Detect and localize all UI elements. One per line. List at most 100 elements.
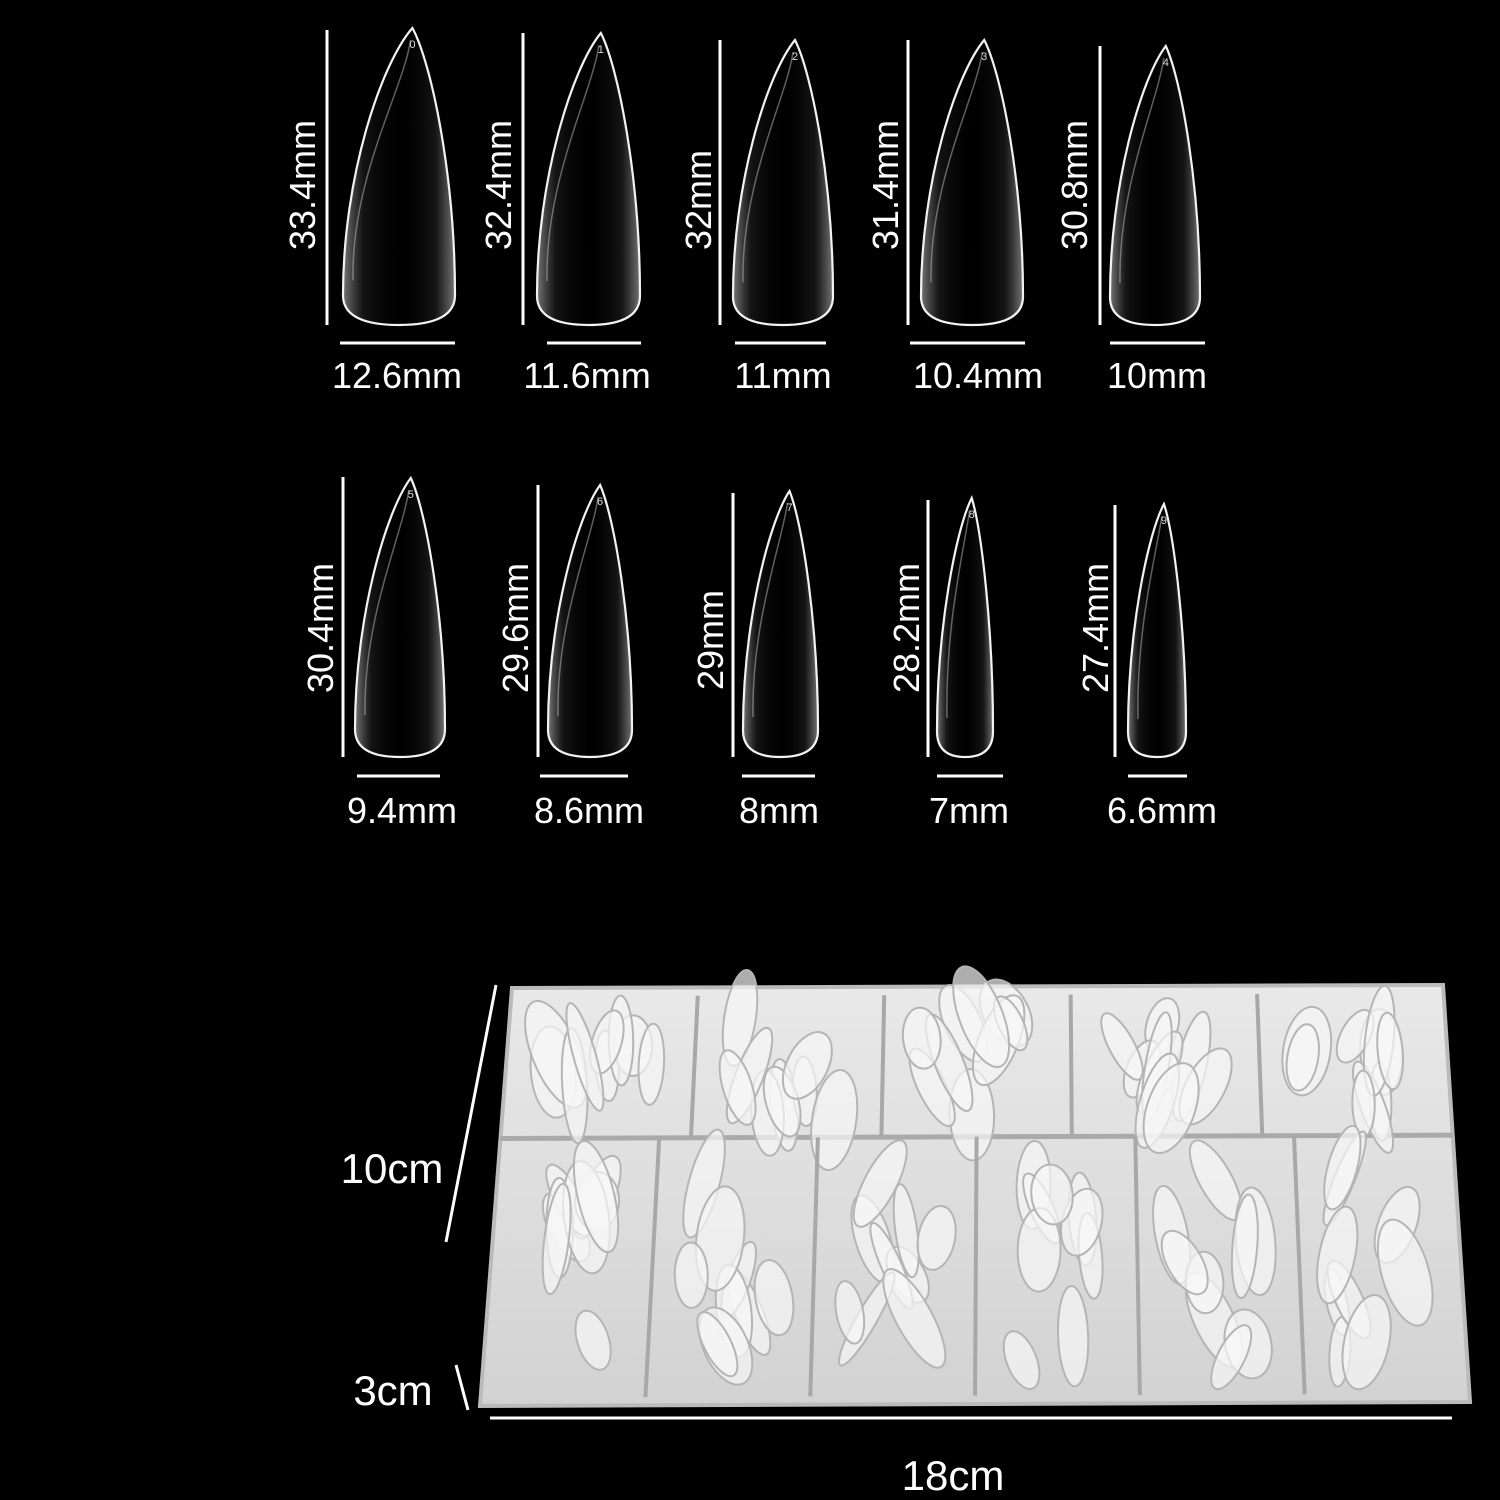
nail-width-label: 8mm <box>739 790 819 831</box>
nail-width-label: 10.4mm <box>913 355 1043 396</box>
nail-length-label: 29.6mm <box>495 563 536 693</box>
nail-highlight <box>742 51 794 283</box>
nail-tip-in-box <box>916 1205 957 1271</box>
nail-size-number: 2 <box>792 51 798 63</box>
nail-tip-shape <box>741 488 820 759</box>
compartment-wall <box>1068 994 1074 1137</box>
nail-tip-in-box <box>1285 1023 1320 1092</box>
nail-highlight <box>557 496 599 717</box>
nail-tip-6: 6 29.6mm 8.6mm <box>495 482 644 831</box>
nail-tip-shape <box>919 38 1025 327</box>
nail-tip-in-box <box>541 1182 572 1296</box>
nail-tip-in-box <box>1030 1163 1074 1226</box>
nail-tip-in-box <box>696 1311 739 1378</box>
nail-tip-8: 8 28.2mm 7mm <box>886 495 1009 831</box>
nail-highlight <box>364 489 410 716</box>
nail-tip-in-box <box>1376 1218 1434 1327</box>
compartment-wall <box>808 1137 820 1397</box>
compartment-wall <box>1292 1135 1307 1395</box>
nail-size-number: 5 <box>408 489 414 501</box>
nail-length-label: 31.4mm <box>865 120 906 250</box>
compartment-wall <box>1133 1136 1142 1396</box>
nail-tip-2: 2 32mm 11mm <box>678 37 835 396</box>
nail-tip-in-box <box>718 1049 757 1126</box>
nail-length-label: 30.4mm <box>300 563 341 693</box>
nail-tip-in-box <box>810 1069 859 1171</box>
top-compartment-3 <box>901 965 1034 1162</box>
nail-tip-shape <box>353 475 447 759</box>
nail-tip-shape <box>535 30 642 327</box>
nail-tips-box <box>477 965 1473 1409</box>
nail-tip-in-box <box>781 1031 833 1100</box>
nail-width-label: 10mm <box>1107 355 1207 396</box>
nail-size-number: 1 <box>598 44 604 56</box>
nail-tip-in-box <box>834 1280 866 1345</box>
nail-highlight <box>1137 515 1163 720</box>
nail-width-label: 11mm <box>734 355 831 396</box>
nail-size-number: 3 <box>981 51 987 63</box>
compartment-wall <box>643 1137 662 1398</box>
height-dimension-line <box>444 984 498 1243</box>
nail-size-number: 0 <box>409 39 415 51</box>
nail-highlight <box>930 51 983 283</box>
nail-width-label: 12.6mm <box>332 355 462 396</box>
nail-highlight <box>546 44 600 282</box>
nail-tip-5: 5 30.4mm 9.4mm <box>300 475 457 831</box>
compartment-wall <box>879 995 887 1138</box>
nail-width-label: 7mm <box>929 790 1009 831</box>
nail-tip-shape <box>341 26 457 327</box>
nail-length-label: 33.4mm <box>282 120 323 250</box>
nail-tip-in-box <box>1323 1124 1362 1211</box>
box-height-label: 10cm <box>341 1145 444 1192</box>
top-compartment-2 <box>718 969 859 1171</box>
nail-width-label: 9.4mm <box>347 790 457 831</box>
nail-width-label: 6.6mm <box>1107 790 1217 831</box>
depth-dimension-line <box>454 1364 470 1411</box>
nail-length-label: 28.2mm <box>886 563 927 693</box>
nail-tip-shape <box>546 482 634 759</box>
nail-tip-in-box <box>892 1183 920 1279</box>
nail-length-label: 32.4mm <box>478 120 519 250</box>
nail-tip-in-box <box>694 1185 746 1292</box>
nail-size-number: 9 <box>1161 515 1167 527</box>
nail-tip-in-box <box>1057 1284 1090 1388</box>
nail-tip-in-box <box>1002 1330 1041 1390</box>
box-depth-label: 3cm <box>353 1367 432 1414</box>
nail-size-number: 7 <box>786 502 792 514</box>
nail-tip-shape <box>731 37 835 327</box>
bottom-compartment-5 <box>1152 1139 1277 1391</box>
nail-tip-in-box <box>673 1241 709 1309</box>
nail-tip-in-box <box>574 1309 612 1371</box>
nail-tip-in-box <box>637 1022 666 1106</box>
nail-tip-in-box <box>1160 1229 1209 1296</box>
nail-size-number: 4 <box>1163 57 1169 69</box>
box-width-label: 18cm <box>902 1452 1005 1499</box>
nail-tip-0: 0 33.4mm 12.6mm <box>282 26 462 396</box>
compartment-wall <box>1255 993 1265 1136</box>
nail-highlight <box>352 39 412 281</box>
nail-size-number: 6 <box>597 496 603 508</box>
nail-tip-in-box <box>1376 1011 1405 1091</box>
nail-size-number: 8 <box>969 509 975 521</box>
nail-tip-in-box <box>1142 1062 1200 1155</box>
nail-tip-in-box <box>753 1259 795 1337</box>
nail-tip-7: 7 29mm 8mm <box>690 488 820 831</box>
nail-length-label: 29mm <box>690 590 731 690</box>
nail-tip-in-box <box>1341 1294 1392 1391</box>
nail-tip-in-box <box>901 1006 942 1070</box>
top-compartment-4 <box>1100 997 1233 1155</box>
bottom-compartment-4 <box>1002 1139 1104 1390</box>
nail-length-label: 32mm <box>678 150 719 250</box>
nail-highlight <box>752 502 789 718</box>
nail-tip-in-box <box>565 1002 605 1112</box>
top-compartment-5 <box>1281 984 1405 1154</box>
nail-tip-in-box <box>882 1268 947 1369</box>
nail-tip-3: 3 31.4mm 10.4mm <box>865 38 1043 396</box>
nail-tip-in-box <box>952 965 1011 1069</box>
nail-tip-in-box <box>572 1139 620 1254</box>
nail-width-label: 8.6mm <box>534 790 644 831</box>
bottom-compartment-6 <box>1316 1124 1434 1391</box>
